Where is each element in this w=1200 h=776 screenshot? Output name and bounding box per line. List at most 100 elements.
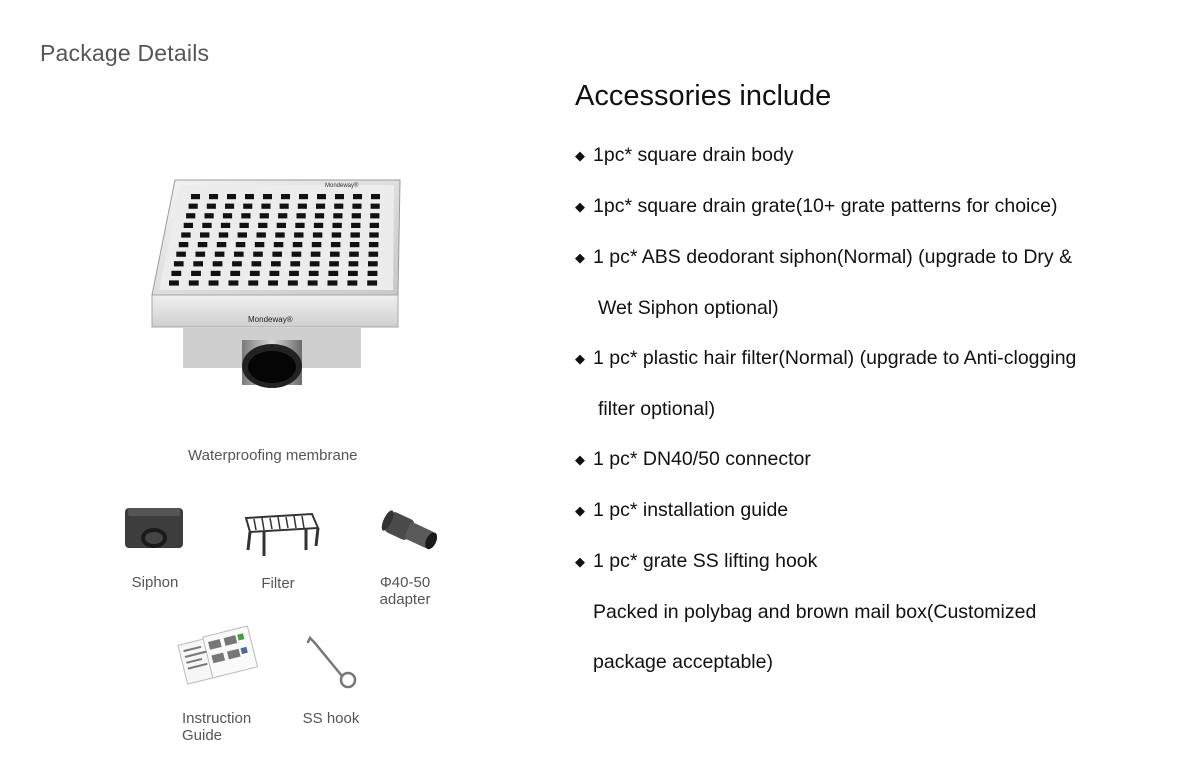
grate-hole (251, 261, 262, 267)
instruction-guide-label-line2: Guide (182, 727, 223, 744)
grate-hole (256, 232, 266, 238)
instruction-guide-label: Instruction Guide (182, 710, 272, 744)
grate-hole (331, 232, 342, 238)
accessory-item-text: 1 pc* installation guide (593, 499, 789, 521)
accessory-item-continuation: filter optional) (575, 384, 1175, 434)
grate-hole (237, 232, 247, 238)
accessory-item-text: 1 pc* DN40/50 connector (593, 448, 811, 470)
grate-hole (369, 232, 379, 238)
adapter-label: Φ40-50 adapter (370, 574, 440, 608)
grate-hole (313, 222, 324, 228)
grate-hole (311, 242, 322, 248)
grate-hole (289, 270, 299, 276)
bullet-icon: ◆ (575, 452, 585, 467)
grate-hole (329, 261, 339, 267)
grate-hole (204, 213, 214, 219)
packing-note-line2: package acceptable) (593, 651, 773, 673)
grate-hole (309, 261, 320, 267)
grate-hole (370, 203, 380, 209)
grate-hole (348, 270, 358, 276)
grate-hole (227, 194, 236, 200)
grate-hole (191, 270, 201, 276)
grate-hole (368, 251, 379, 257)
grate-hole (272, 251, 282, 257)
grate-hole (245, 194, 254, 200)
grate-hole (352, 203, 362, 209)
grate-hole (294, 232, 304, 238)
grate-hole (353, 194, 362, 200)
grate-hole (275, 232, 285, 238)
accessory-item: ◆1pc* square drain grate(10+ grate patte… (575, 181, 1175, 232)
siphon-label: Siphon (131, 574, 179, 591)
grate-hole (169, 280, 179, 286)
grate-hole (254, 242, 265, 248)
grate-hole (218, 232, 229, 238)
grate-hole (214, 251, 225, 257)
grate-hole (261, 203, 271, 209)
accessory-item-text: 1pc* square drain grate(10+ grate patter… (593, 195, 1058, 217)
ss-hook-image (306, 635, 357, 689)
bullet-icon: ◆ (575, 148, 585, 163)
grate-hole (208, 280, 219, 286)
accessory-item-text: 1 pc* plastic hair filter(Normal) (upgra… (593, 347, 1077, 369)
accessory-item-text: 1 pc* grate SS lifting hook (593, 550, 818, 572)
grate-hole (307, 280, 318, 286)
grate-hole (332, 222, 342, 228)
grate-hole (335, 194, 344, 200)
accessory-item: ◆1 pc* plastic hair filter(Normal) (upgr… (575, 333, 1175, 384)
grate-hole (351, 213, 361, 219)
grate-hole (248, 280, 259, 286)
accessory-item-continuation: Wet Siphon optional) (575, 283, 1175, 333)
grate-hole (200, 232, 210, 238)
page-title: Package Details (40, 40, 210, 66)
grate-hole (263, 194, 272, 200)
grate-hole (347, 280, 358, 286)
grate-hole (191, 194, 200, 200)
brand-front-label: Mondeway® (248, 315, 293, 324)
grate-hole (276, 222, 286, 228)
grate-hole (268, 280, 278, 286)
accessory-item-text: filter optional) (598, 398, 716, 420)
grate-hole (281, 194, 290, 200)
grate-hole (330, 251, 340, 257)
accessory-item: ◆1 pc* ABS deodorant siphon(Normal) (upg… (575, 232, 1175, 283)
grate-hole (171, 270, 182, 276)
grate-hole (317, 194, 326, 200)
adapter-image (381, 510, 438, 550)
grate-hole (216, 242, 227, 248)
brand-top-label: Mondeway® (325, 182, 359, 189)
instruction-guide-image (177, 625, 259, 685)
grate-hole (369, 222, 379, 228)
grate-hole (178, 242, 189, 248)
grate-hole (368, 261, 378, 267)
grate-hole (181, 232, 191, 238)
grate-hole (273, 242, 284, 248)
grate-hole (349, 251, 359, 257)
grate-hole (258, 222, 268, 228)
grate-hole (351, 222, 361, 228)
grate-hole (367, 280, 378, 286)
grate-hole (210, 270, 221, 276)
grate-hole (328, 270, 339, 276)
grate-hole (173, 261, 184, 267)
grate-hole (269, 270, 280, 276)
accessory-item-text: 1pc* square drain body (593, 144, 794, 166)
grate-hole (183, 222, 193, 228)
grate-hole (193, 261, 203, 267)
grate-hole (308, 270, 319, 276)
grate-hole (312, 232, 323, 238)
grate-hole (370, 213, 380, 219)
grate-hole (209, 194, 218, 200)
grate-hole (225, 203, 235, 209)
grate-hole (371, 194, 380, 200)
accessory-item-text: Wet Siphon optional) (598, 297, 779, 319)
grate-hole (279, 203, 289, 209)
grate-hole (243, 203, 253, 209)
accessory-item: ◆ 1pc* square drain body (575, 130, 1175, 181)
grate-hole (333, 213, 343, 219)
grate-hole (230, 270, 241, 276)
filter-image (244, 512, 320, 556)
grate-hole (349, 242, 360, 248)
grate-hole (228, 280, 239, 286)
square-drain-image: Mondeway® Mondeway® (151, 179, 401, 388)
